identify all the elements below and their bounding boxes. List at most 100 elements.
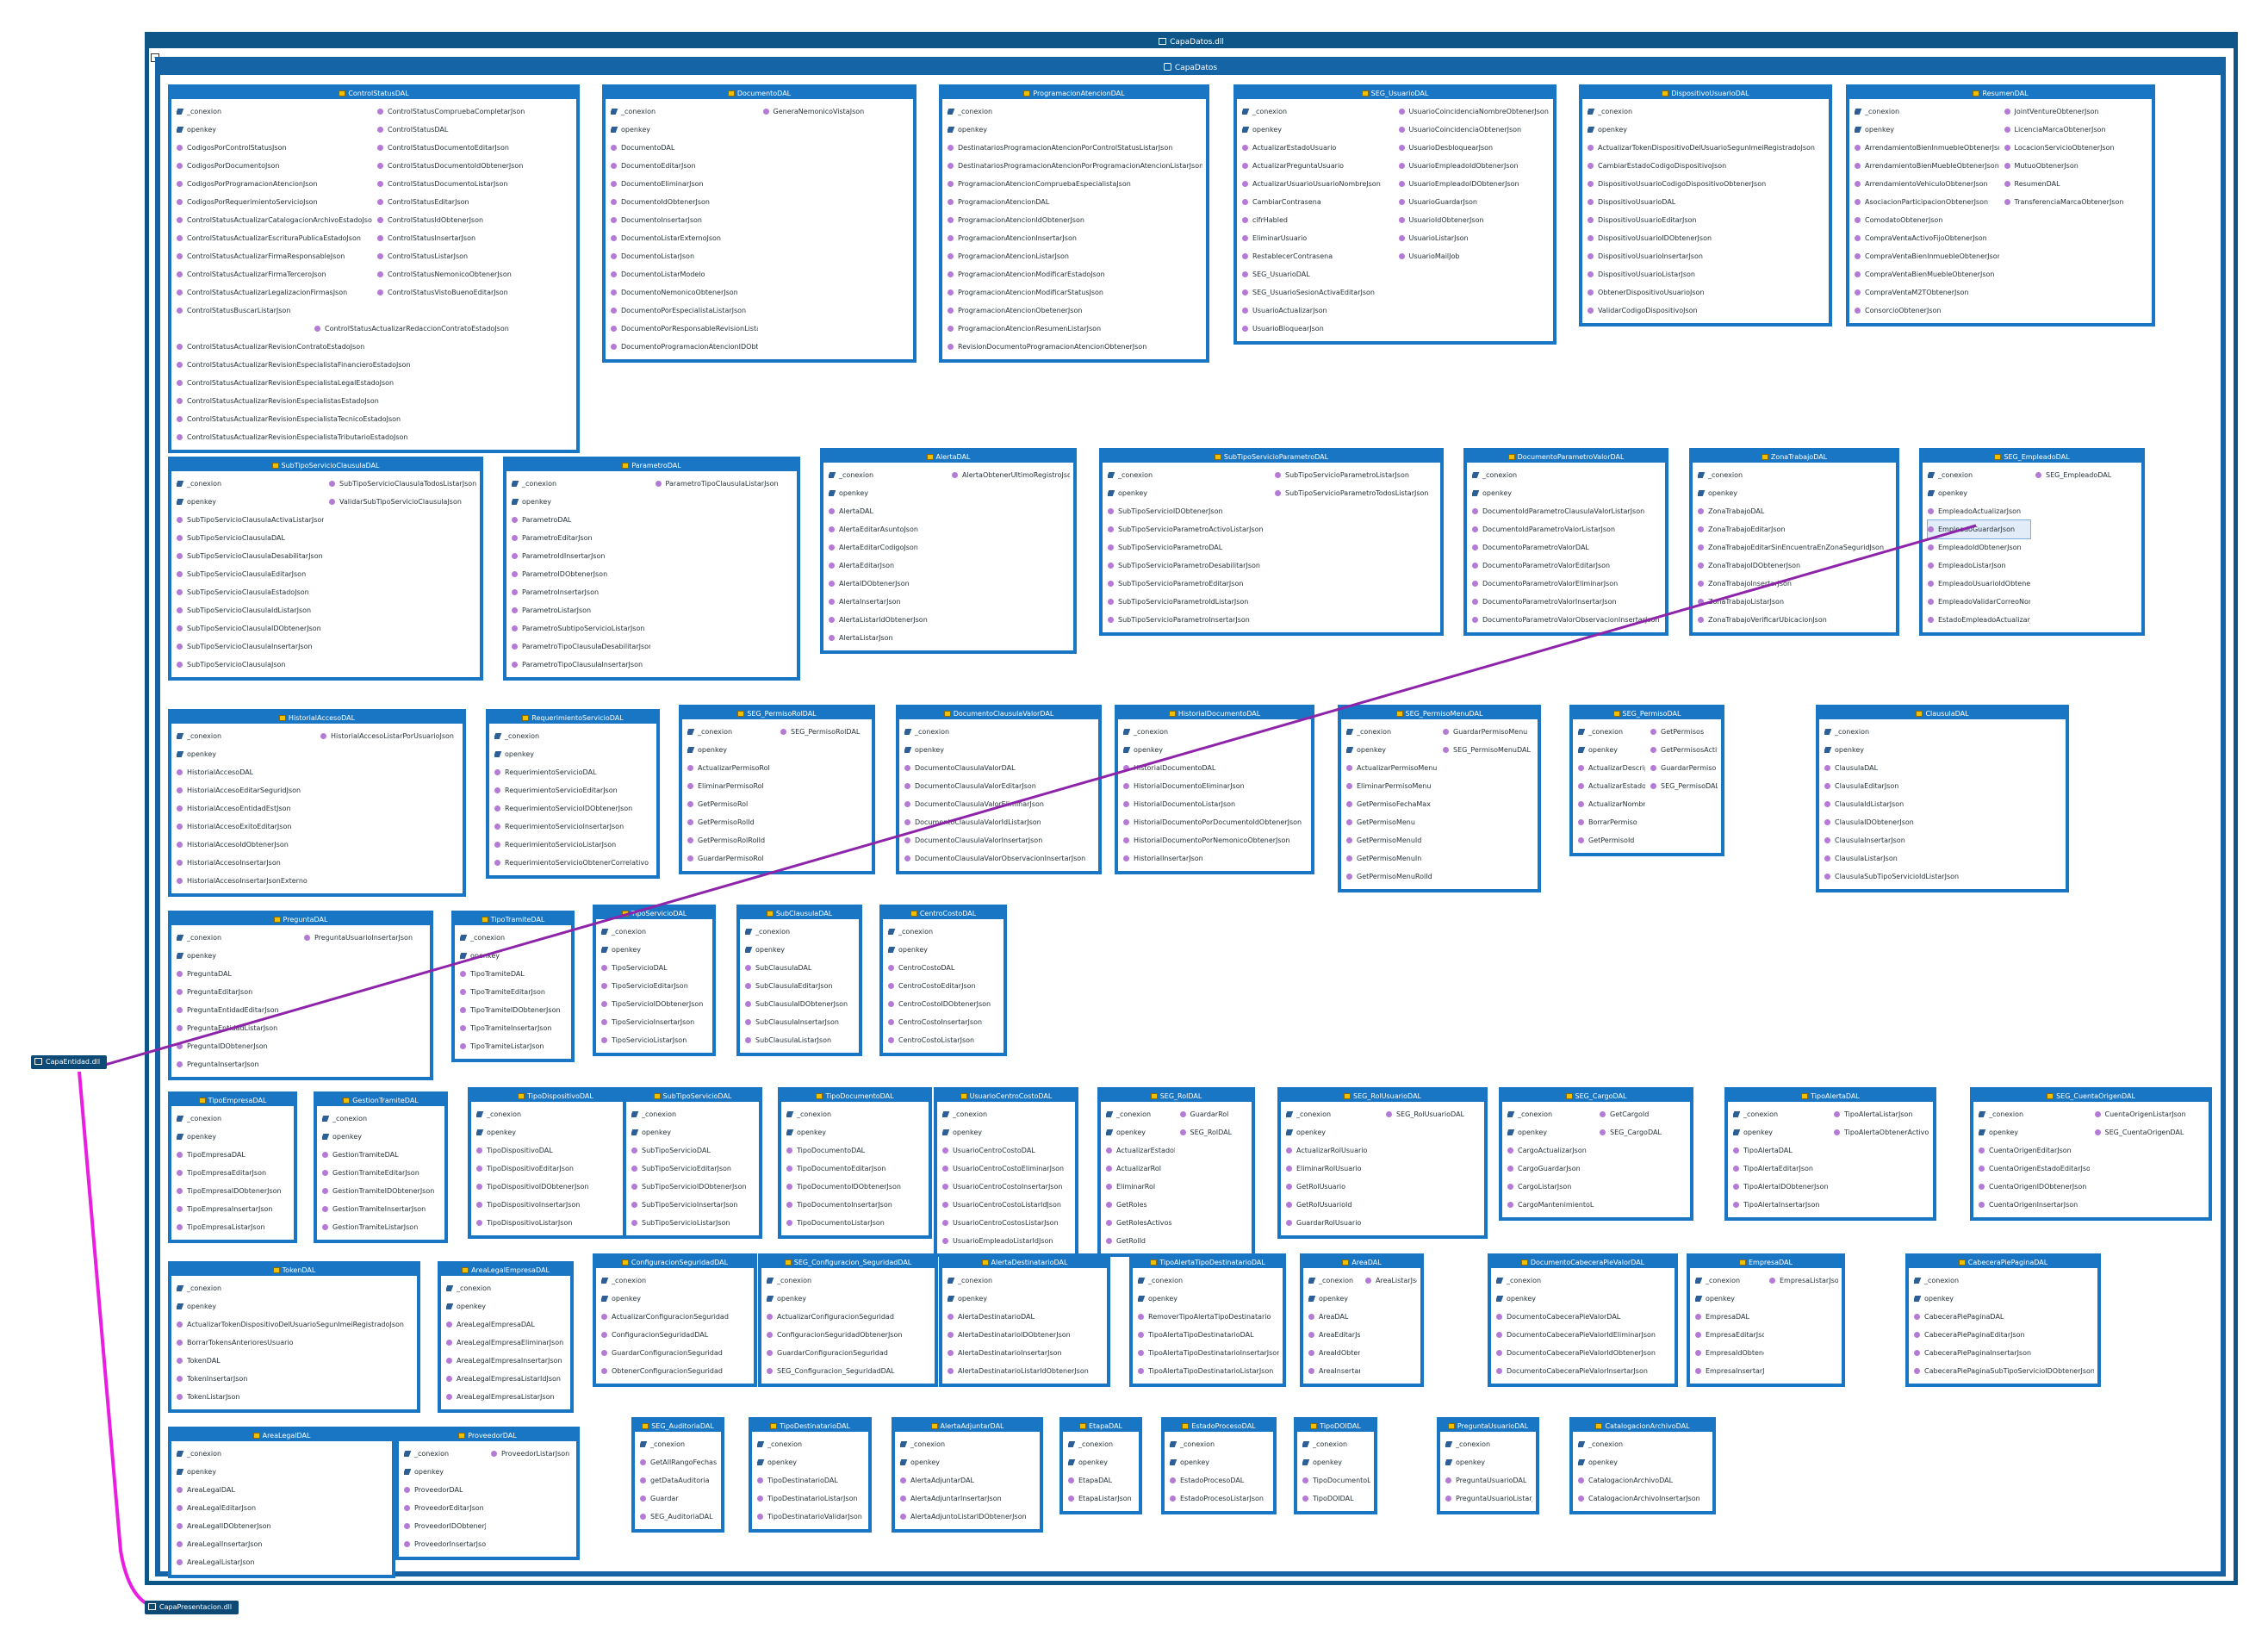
class-header[interactable]: SEG_CargoDAL [1502, 1091, 1690, 1102]
member-method[interactable]: AreaLegalEmpresaDAL [446, 1315, 567, 1334]
member-method[interactable]: ProgramacionAtencionObetenerJson [948, 302, 1202, 320]
member-method[interactable]: EtapaListarJson [1068, 1489, 1135, 1508]
member-method[interactable]: SubClausulaIDObtenerJson [745, 995, 855, 1013]
member-method[interactable]: ParametroEditarJson [512, 529, 650, 547]
member-method[interactable]: LicenciaMarcaObtenerJson [2004, 121, 2149, 139]
member-method[interactable]: PreguntaEntidadEditarJson [177, 1001, 299, 1019]
member-field[interactable]: _conexion [1928, 466, 2030, 484]
class-header[interactable]: ProveedorDAL [399, 1430, 576, 1441]
member-method[interactable]: ProgramacionAtencionCompruebaEspecialist… [948, 175, 1202, 193]
class-header[interactable]: SEG_PermisoRolDAL [682, 708, 872, 719]
member-method[interactable]: AreaLegalEmpresaListarIdJson [446, 1370, 567, 1388]
class-header[interactable]: TipoDispositivoDAL [471, 1091, 640, 1102]
member-method[interactable]: CatalogacionArchivoDAL [1578, 1471, 1709, 1489]
member-method[interactable]: UsuarioMailJob [1398, 247, 1550, 265]
member-method[interactable]: AlertaIDObtenerJson [829, 575, 947, 593]
member-method[interactable]: BorrarTokensAnterioresUsuario [177, 1334, 413, 1352]
member-field[interactable]: _conexion [631, 1105, 755, 1123]
member-method[interactable]: ControlStatusActualizarRevisionEspeciali… [177, 428, 573, 446]
member-method[interactable]: DocumentoClausulaValorObservacionInserta… [904, 849, 1095, 868]
member-field[interactable]: _conexion [1578, 723, 1645, 741]
member-method[interactable]: SubClausulaInsertarJson [745, 1013, 855, 1031]
member-method[interactable]: DestinatariosProgramacionAtencionPorProg… [948, 157, 1202, 175]
class-header[interactable]: ControlStatusDAL [171, 88, 576, 99]
member-method[interactable]: HistorialDocumentoEliminarJson [1123, 777, 1308, 795]
member-method[interactable]: DocumentoClausulaValorInsertarJson [904, 831, 1095, 849]
member-method[interactable]: EtapaDAL [1068, 1471, 1135, 1489]
member-method[interactable]: GestionTramiteDAL [322, 1146, 441, 1164]
member-method[interactable]: ArrendamientoVehiculoObtenerJson [1855, 175, 1999, 193]
member-method[interactable]: HistorialAccesoInsertarJsonExterno [177, 872, 315, 890]
member-method[interactable]: TipoAlertaObtenerActivo [1834, 1123, 1929, 1141]
member-method[interactable]: UsuarioEmpleadoListarIdJson [942, 1232, 1072, 1250]
class-header[interactable]: SEG_RolUsuarioDAL [1281, 1091, 1484, 1102]
member-field[interactable]: openkey [829, 484, 947, 502]
member-method[interactable]: TokenDAL [177, 1352, 413, 1370]
member-field[interactable]: openkey [1507, 1123, 1594, 1141]
member-method[interactable]: SubTipoServicioClausulaDAL [177, 529, 324, 547]
member-method[interactable]: PreguntaUsuarioListarJson [1445, 1489, 1532, 1508]
member-method[interactable]: CodigosPorControlStatusJson [177, 139, 372, 157]
member-method[interactable]: AlertaAdjuntarInsertarJson [900, 1489, 1036, 1508]
member-method[interactable]: ControlStatusActualizarLegalizacionFirma… [177, 283, 372, 302]
class-header[interactable]: ZonaTrabajoDAL [1693, 451, 1896, 463]
member-method[interactable]: SubTipoServicioDAL [631, 1141, 755, 1160]
member-method[interactable]: SubClausulaEditarJson [745, 977, 855, 995]
member-method[interactable]: SEG_UsuarioSesionActivaEditarJson [1242, 283, 1394, 302]
member-method[interactable]: AreaLegalEmpresaInsertarJson [446, 1352, 567, 1370]
class-header[interactable]: TipoDOIDAL [1297, 1421, 1374, 1432]
member-method[interactable]: SubTipoServicioClausulaJson [177, 656, 324, 674]
class-header[interactable]: SEG_AuditoriaDAL [635, 1421, 721, 1432]
member-method[interactable]: HistorialAccesoListarPorUsuarioJson [320, 727, 459, 745]
member-method[interactable]: RequerimientoServicioObtenerCorrelativo [494, 854, 653, 872]
member-method[interactable]: SubTipoServicioClausulaEditarJson [177, 565, 324, 583]
member-field[interactable]: openkey [494, 745, 653, 763]
member-field[interactable]: openkey [767, 1290, 931, 1308]
member-field[interactable]: openkey [322, 1128, 441, 1146]
member-field[interactable]: openkey [177, 745, 315, 763]
member-method[interactable]: SubTipoServicioEditarJson [631, 1160, 755, 1178]
member-method[interactable]: DocumentoCabeceraPieValorInsertarJson [1496, 1362, 1671, 1380]
member-method[interactable]: DocumentoCabeceraPieValorDAL [1496, 1308, 1671, 1326]
member-field[interactable]: _conexion [900, 1435, 1036, 1453]
member-method[interactable]: SubTipoServicioClausulaActivaListarJson [177, 511, 324, 529]
member-field[interactable]: openkey [1928, 484, 2030, 502]
member-method[interactable]: AlertaObtenerUltimoRegistroJson [952, 466, 1070, 484]
member-method[interactable]: DocumentoCabeceraPieValorIdEliminarJson [1496, 1326, 1671, 1344]
member-method[interactable]: ProgramacionAtencionModificarStatusJson [948, 283, 1202, 302]
member-field[interactable]: openkey [177, 1463, 388, 1481]
member-method[interactable]: ProgramacionAtencionResumenListarJson [948, 320, 1202, 338]
member-field[interactable]: openkey [512, 493, 650, 511]
member-method[interactable]: TipoTramiteIDObtenerJson [460, 1001, 568, 1019]
member-field[interactable]: _conexion [601, 923, 709, 941]
member-field[interactable]: openkey [601, 1290, 750, 1308]
member-method[interactable]: GuardarPermisoMenu [1443, 723, 1534, 741]
member-method[interactable]: SubClausulaListarJson [745, 1031, 855, 1049]
member-method[interactable]: GuardarRolUsuario [1286, 1214, 1381, 1232]
member-field[interactable]: _conexion [611, 103, 758, 121]
member-method[interactable]: CodigosPorProgramacionAtencionJson [177, 175, 372, 193]
class-header[interactable]: CatalogacionArchivoDAL [1573, 1421, 1712, 1432]
member-method[interactable]: ParametroIDObtenerJson [512, 565, 650, 583]
member-method[interactable]: ParametroDAL [512, 511, 650, 529]
class-header[interactable]: SEG_UsuarioDAL [1237, 88, 1553, 99]
class-header[interactable]: AlertaAdjuntarDAL [895, 1421, 1040, 1432]
member-field[interactable]: _conexion [460, 929, 568, 947]
member-field[interactable]: _conexion [494, 727, 653, 745]
member-field[interactable]: openkey [1445, 1453, 1532, 1471]
class-header[interactable]: SubTipoServicioParametroDAL [1103, 451, 1440, 463]
member-method[interactable]: TipoDispositivoDAL [476, 1141, 637, 1160]
member-field[interactable]: _conexion [1472, 466, 1662, 484]
member-method[interactable]: DispositivoUsuarioInsertarJson [1588, 247, 1825, 265]
member-method[interactable]: TipoAlertaDAL [1733, 1141, 1829, 1160]
member-field[interactable]: openkey [1733, 1123, 1829, 1141]
member-method[interactable]: PreguntaInsertarJson [177, 1055, 299, 1073]
member-method[interactable]: AlertaDestinatarioIDObtenerJson [948, 1326, 1103, 1344]
member-method[interactable]: RemoverTipoAlertaTipoDestinatario [1138, 1308, 1279, 1326]
